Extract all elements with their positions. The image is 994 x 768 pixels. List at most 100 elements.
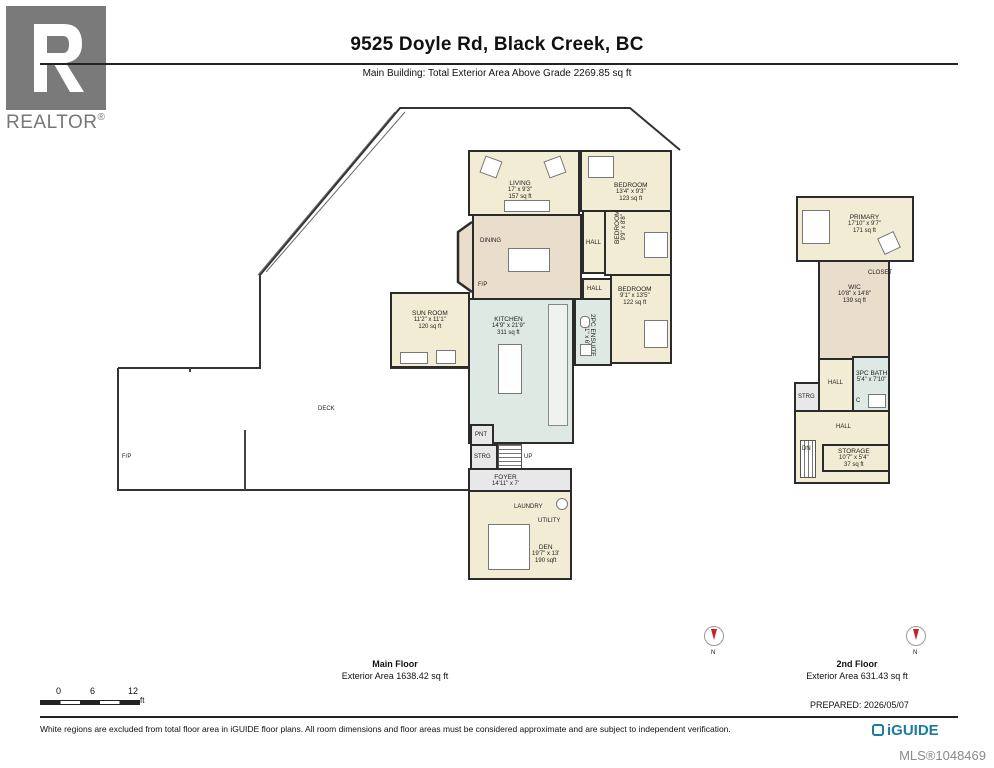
foyer-dims: 14'11" x 7' (492, 481, 519, 487)
ensuite-toilet (580, 316, 590, 328)
main-floor-area: Exterior Area 1638.42 sq ft (341, 671, 449, 681)
bedroom3-name: BEDROOM (618, 286, 652, 293)
storage-dims: 10'7" x 5'4" (839, 455, 869, 461)
room-living: LIVING 17' x 9'3" 157 sq ft (468, 150, 580, 216)
hall1-name: HALL (586, 240, 602, 246)
bedroom3-area: 122 sq ft (623, 300, 647, 306)
living-name: LIVING (509, 180, 531, 187)
realtor-registered-mark: ® (97, 112, 106, 123)
bath-tub (868, 394, 886, 408)
bedroom1-area: 123 sq ft (619, 196, 643, 202)
hall2-name: HALL (587, 286, 603, 292)
footer-divider (40, 716, 958, 718)
compass-n-main: N (711, 650, 716, 656)
room-primary: PRIMARY 17'10" x 9'7" 171 sq ft (796, 196, 914, 262)
room-storage: STORAGE 10'7" x 5'4" 37 sq ft (822, 444, 890, 472)
realtor-r-icon (6, 6, 106, 110)
sunroom-name: SUN ROOM (412, 310, 448, 317)
pantry-name: PNT (475, 432, 487, 438)
primary-area: 171 sq ft (852, 228, 876, 234)
scale-bar: 0 6 12 ft (40, 686, 170, 712)
scale-tick-0: 0 (56, 686, 62, 696)
title-divider (40, 63, 958, 65)
den-name: DEN (538, 544, 553, 551)
sunroom-sofa (400, 352, 428, 364)
primary-bed (802, 210, 830, 244)
living-sofa (504, 200, 550, 212)
laundry-name: LAUNDRY (514, 504, 543, 510)
iguide-wordmark: iGUIDE (887, 722, 939, 739)
dining-table (508, 248, 550, 272)
room-dining: DINING F/P (472, 214, 582, 300)
den-area: 190 sqft (535, 558, 557, 564)
closet-name: CLOSET (868, 270, 893, 276)
main-floor-caption: Main Floor Exterior Area 1638.42 sq ft (290, 658, 500, 682)
living-area: 157 sq ft (508, 194, 532, 200)
kitchen-counter (548, 304, 568, 426)
page-subtitle: Main Building: Total Exterior Area Above… (362, 68, 632, 79)
storage-name: STORAGE (838, 448, 870, 455)
sunroom-chair (436, 350, 456, 364)
second-floor-caption: 2nd Floor Exterior Area 631.43 sq ft (772, 658, 942, 682)
second-floor-title: 2nd Floor (836, 659, 878, 669)
bedroom1-dims: 13'4" x 9'3" (616, 189, 646, 195)
room-wic: CLOSET WIC 10'8" x 14'8" 139 sq ft (818, 260, 893, 360)
hall-a-name: HALL (828, 380, 844, 386)
stairs-down-label: DN (802, 446, 811, 452)
bedroom1-name: BEDROOM (614, 182, 648, 189)
wic-name: WIC (848, 284, 861, 291)
realtor-logo: REALTOR® (6, 6, 106, 133)
ensuite-sink (580, 344, 592, 356)
den-dims: 19'7" x 13' (532, 551, 560, 557)
scale-tick-12: 12 (128, 686, 139, 696)
room-den: LAUNDRY UTILITY DEN 19'7" x 13' 190 sqft (468, 490, 572, 580)
kitchen-area: 311 sq ft (497, 330, 520, 336)
bedroom3-bed (644, 320, 668, 348)
scale-unit: ft (140, 696, 145, 705)
bedroom3-dims: 9'1" x 13'5" (620, 293, 650, 299)
primary-name: PRIMARY (849, 214, 880, 221)
laundry-machine (556, 498, 568, 510)
stairs-up-label: UP (524, 454, 533, 460)
stairs-up (498, 444, 522, 470)
compass-icon-main (704, 626, 724, 646)
room-strg-2: STRG (794, 382, 820, 412)
storage-area: 37 sq ft (843, 462, 864, 468)
bedroom2-bed (644, 232, 668, 258)
room-bath: 3PC BATH 5'4" x 7'10" C (852, 356, 890, 412)
room-kitchen: KITCHEN 14'9" x 21'9" 311 sq ft (468, 298, 574, 444)
realtor-wordmark: REALTOR (6, 112, 98, 133)
den-sofa (488, 524, 530, 570)
main-floor-title: Main Floor (372, 659, 418, 669)
dining-name: DINING (480, 238, 501, 244)
strg2-name: STRG (798, 394, 815, 400)
prepared-date: PREPARED: 2026/05/07 (810, 700, 909, 710)
iguide-icon (872, 724, 884, 736)
room-hall-a: HALL (818, 358, 854, 412)
deck-label: DECK (318, 406, 335, 412)
dining-fp-label: F/P (478, 282, 488, 288)
scale-bar-graphic (40, 700, 140, 705)
room-ensuite: 2PC ENSUITE 4'11" x 6'3" (574, 298, 612, 366)
bath-dims: 5'4" x 7'10" (856, 377, 887, 383)
scale-tick-6: 6 (90, 686, 96, 696)
kitchen-name: KITCHEN (494, 316, 523, 323)
kitchen-dims: 14'9" x 21'9" (492, 323, 525, 329)
mls-watermark: MLS®1048469 (899, 748, 986, 763)
sunroom-area: 120 sq ft (418, 324, 442, 330)
disclaimer: White regions are excluded from total fl… (40, 724, 731, 734)
bath-name: 3PC BATH (856, 370, 888, 377)
stairs-down (800, 440, 816, 478)
kitchen-island (498, 344, 522, 394)
bedroom1-bed (588, 156, 614, 178)
hall-b-name: HALL (836, 424, 852, 430)
iguide-logo: iGUIDE (872, 722, 939, 739)
compass-icon-second (906, 626, 926, 646)
utility-name: UTILITY (538, 518, 561, 524)
wic-dims: 10'8" x 14'8" (838, 291, 871, 297)
room-bedroom-3: BEDROOM 9'1" x 13'5" 122 sq ft (610, 274, 672, 364)
page-title: 9525 Doyle Rd, Black Creek, BC (350, 34, 644, 55)
strg-name: STRG (474, 454, 491, 460)
